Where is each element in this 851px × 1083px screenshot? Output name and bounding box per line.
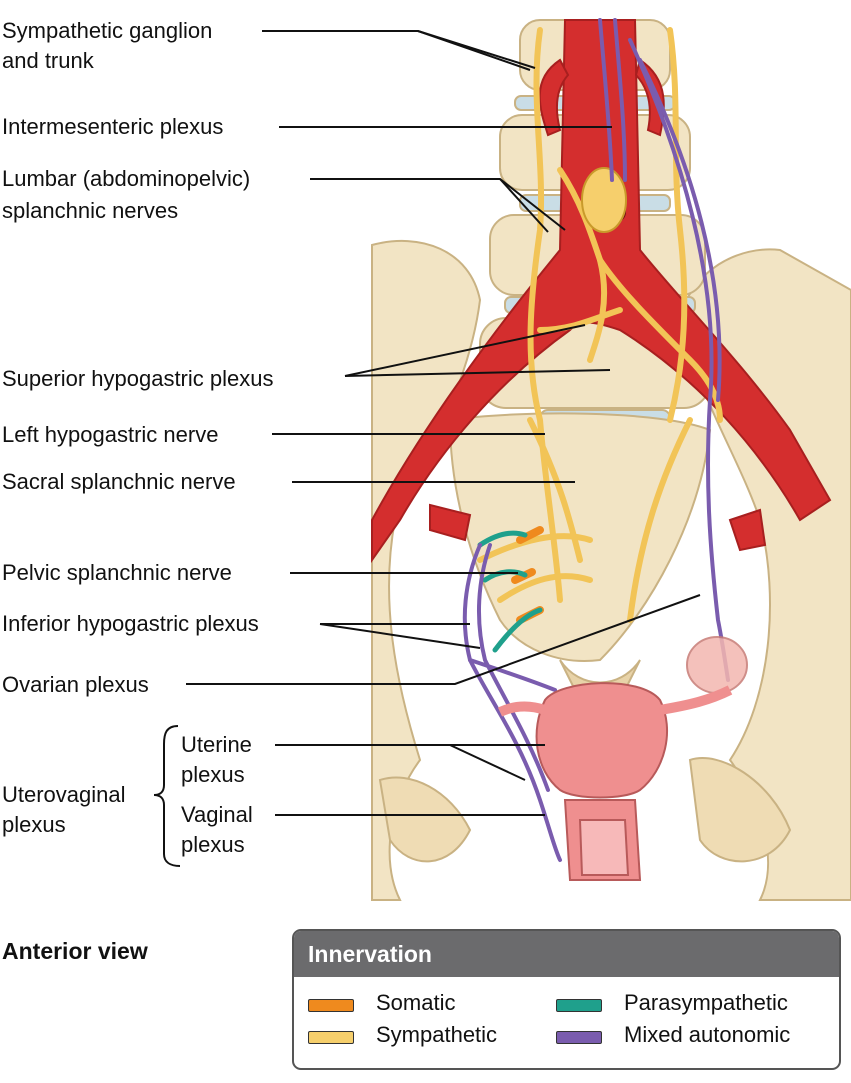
label-sacral-splanchnic-nerve: Sacral splanchnic nerve — [2, 469, 236, 494]
sympathetic-nerves — [477, 27, 723, 623]
legend-swatch-sympathetic — [308, 1031, 354, 1044]
label-sympathetic-trunk: and trunk — [2, 48, 94, 73]
legend-label-parasympathetic: Parasympathetic — [624, 990, 788, 1015]
label-vaginal-1: Vaginal — [181, 802, 253, 827]
legend-swatch-parasympathetic — [556, 999, 602, 1012]
legend-title: Innervation — [294, 931, 839, 977]
legend-label-sympathetic: Sympathetic — [376, 1022, 498, 1047]
label-superior-hypogastric-plexus: Superior hypogastric plexus — [2, 366, 274, 391]
uterus — [497, 682, 733, 881]
label-lumbar-splanchnic-2: splanchnic nerves — [2, 198, 179, 223]
label-intermesenteric-plexus: Intermesenteric plexus — [2, 114, 224, 139]
label-uterine-1: Uterine — [181, 732, 252, 757]
legend-label-mixed-autonomic: Mixed autonomic — [624, 1022, 791, 1047]
innervation-legend: Innervation Somatic Sympathetic Parasymp… — [292, 929, 841, 1070]
label-ovarian-plexus: Ovarian plexus — [2, 672, 149, 697]
ovary — [686, 636, 748, 694]
view-caption: Anterior view — [2, 938, 148, 964]
mixed-autonomic-nerves — [462, 18, 730, 862]
label-uterine-2: plexus — [181, 762, 245, 787]
parasympathetic-nerves — [477, 530, 543, 653]
label-vaginal-2: plexus — [181, 832, 245, 857]
label-sympathetic-ganglion: Sympathetic ganglion — [2, 18, 213, 43]
label-lumbar-splanchnic-1: Lumbar (abdominopelvic) — [2, 166, 251, 191]
label-inferior-hypogastric-plexus: Inferior hypogastric plexus — [2, 611, 259, 636]
legend-swatch-somatic — [308, 999, 354, 1012]
legend-swatch-mixed-autonomic — [556, 1031, 602, 1044]
label-uterovaginal-2: plexus — [2, 812, 66, 837]
legend-label-somatic: Somatic — [376, 990, 456, 1015]
sympathetic-ganglion — [581, 167, 627, 233]
label-left-hypogastric-nerve: Left hypogastric nerve — [2, 422, 219, 447]
label-pelvic-splanchnic-nerve: Pelvic splanchnic nerve — [2, 560, 232, 585]
leader-lines — [153, 30, 701, 867]
label-uterovaginal-1: Uterovaginal — [2, 782, 126, 807]
